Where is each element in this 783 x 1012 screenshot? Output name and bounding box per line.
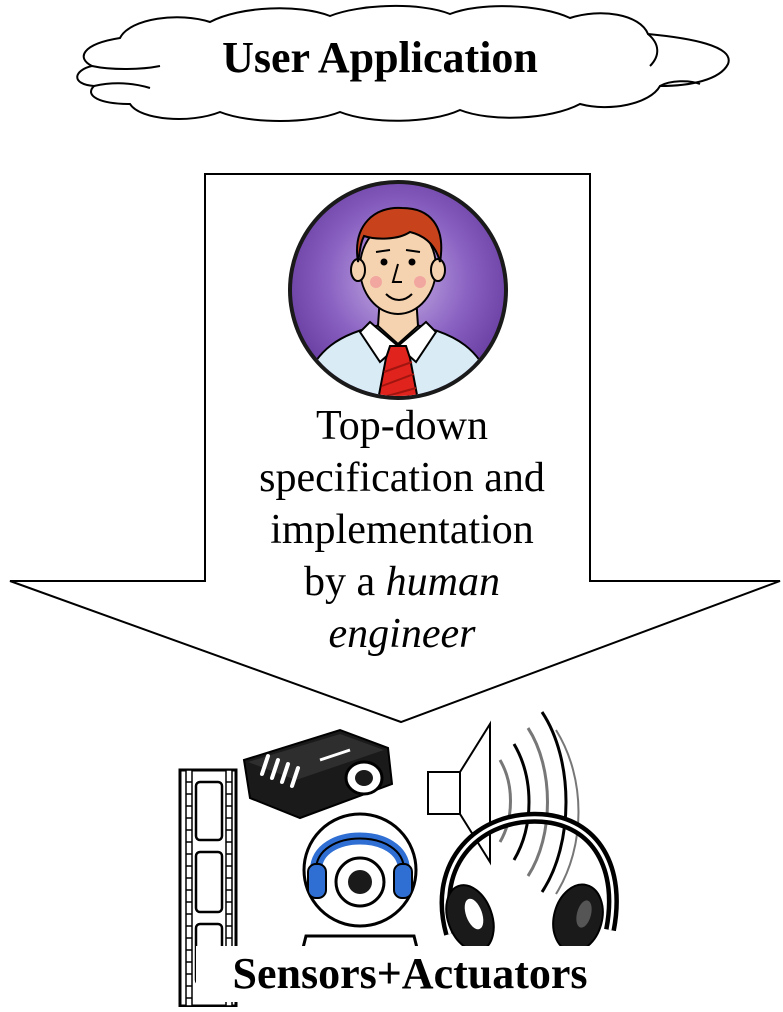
arrow-line-4-italic: human [385,559,500,605]
arrow-description: Top-down specification and implementatio… [212,400,592,660]
headphones-icon [439,811,619,953]
arrow-line-4-prefix: by a [304,559,386,605]
engineer-avatar-icon [288,180,508,400]
speaker-icon [427,711,580,895]
webcam-icon [298,812,422,962]
arrow-line-5: engineer [328,611,476,657]
arrow-line-1: Top-down [315,403,489,449]
film-strip-icon [178,768,238,1008]
projector-icon [242,728,394,820]
down-arrow [9,173,781,724]
arrow-line-4: by a human [212,556,592,608]
arrow-line-2: specification and [259,455,545,501]
cloud-shape [76,5,730,122]
arrow-line-3: implementation [270,507,534,553]
cloud-label: User Application [222,33,538,82]
devices-label: Sensors+Actuators [196,946,624,1002]
